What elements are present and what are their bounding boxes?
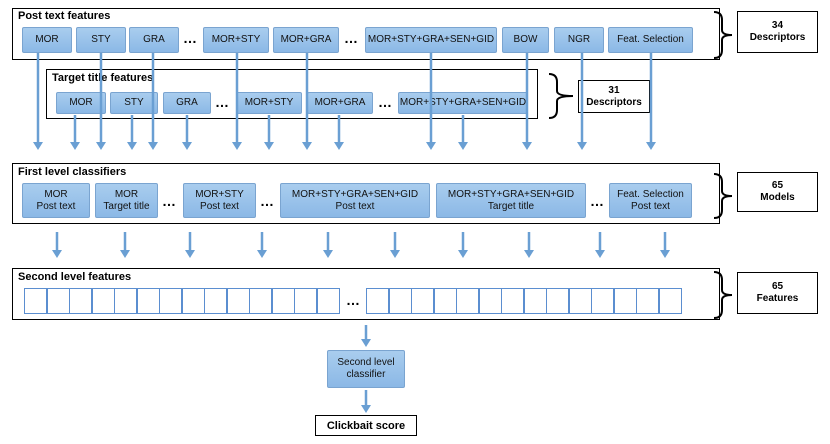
flow-arrowhead <box>257 250 267 258</box>
target-title-count: 31 Descriptors <box>578 80 650 113</box>
flow-arrowhead <box>232 142 242 150</box>
post-feature-mor-sty: MOR+STY <box>203 27 269 53</box>
post-feature-mor-gra: MOR+GRA <box>273 27 339 53</box>
target-title-brace <box>548 73 574 119</box>
target-feature-mor-gra: MOR+GRA <box>307 92 373 114</box>
flow-arrowhead <box>361 339 371 347</box>
flow-arrowhead <box>182 142 192 150</box>
flow-arrowhead <box>120 250 130 258</box>
classifier-mor-post: MOR Post text <box>22 183 90 218</box>
feature-cell <box>658 288 682 314</box>
flow-arrowhead <box>646 142 656 150</box>
post-text-brace <box>713 11 733 59</box>
target-ellipsis-2: … <box>378 94 393 110</box>
second-level-brace <box>713 271 733 319</box>
flow-arrowhead <box>458 250 468 258</box>
flow-arrowhead <box>127 142 137 150</box>
flow-arrowhead <box>33 142 43 150</box>
first-level-title: First level classifiers <box>18 166 127 178</box>
classifier-combo-target: MOR+STY+GRA+SEN+GID Target title <box>436 183 586 218</box>
flow-arrowhead <box>96 142 106 150</box>
classifier-mor-target: MOR Target title <box>95 183 158 218</box>
post-text-count: 34 Descriptors <box>737 11 818 53</box>
post-feature-sty: STY <box>76 27 126 53</box>
flow-arrowhead <box>660 250 670 258</box>
post-feature-combo: MOR+STY+GRA+SEN+GID <box>365 27 497 53</box>
post-text-title: Post text features <box>18 10 111 22</box>
target-feature-mor: MOR <box>56 92 106 114</box>
post-feature-ngr: NGR <box>554 27 604 53</box>
feature-cell <box>316 288 340 314</box>
flow-arrowhead <box>458 142 468 150</box>
flow-arrowhead <box>524 250 534 258</box>
post-feature-gra: GRA <box>129 27 179 53</box>
flow-arrowhead <box>148 142 158 150</box>
flow-arrowhead <box>390 250 400 258</box>
target-title-title: Target title features <box>52 72 154 84</box>
post-ellipsis-1: … <box>183 30 198 46</box>
flow-arrowhead <box>361 405 371 413</box>
flow-arrowhead <box>334 142 344 150</box>
first-ellipsis-3: … <box>590 193 605 209</box>
vector-ellipsis: … <box>346 292 361 308</box>
second-level-classifier: Second level classifier <box>327 350 405 388</box>
first-level-brace <box>713 173 733 219</box>
target-feature-gra: GRA <box>163 92 211 114</box>
first-ellipsis-1: … <box>162 193 177 209</box>
target-feature-mor-sty: MOR+STY <box>236 92 302 114</box>
flow-arrowhead <box>323 250 333 258</box>
post-feature-bow: BOW <box>502 27 549 53</box>
post-feature-selection: Feat. Selection <box>608 27 693 53</box>
target-feature-sty: STY <box>110 92 158 114</box>
second-level-title: Second level features <box>18 271 132 283</box>
flow-arrowhead <box>302 142 312 150</box>
post-ellipsis-2: … <box>344 30 359 46</box>
first-ellipsis-2: … <box>260 193 275 209</box>
flow-arrowhead <box>595 250 605 258</box>
flow-arrowhead <box>264 142 274 150</box>
flow-arrowhead <box>577 142 587 150</box>
post-feature-mor: MOR <box>22 27 72 53</box>
second-level-count: 65 Features <box>737 272 818 314</box>
flow-arrowhead <box>426 142 436 150</box>
flow-arrowhead <box>70 142 80 150</box>
first-level-count: 65 Models <box>737 172 818 212</box>
flow-arrowhead <box>185 250 195 258</box>
flow-arrowhead <box>522 142 532 150</box>
clickbait-score: Clickbait score <box>315 415 417 436</box>
flow-arrowhead <box>52 250 62 258</box>
target-ellipsis-1: … <box>215 94 230 110</box>
classifier-combo-post: MOR+STY+GRA+SEN+GID Post text <box>280 183 430 218</box>
classifier-mor-sty-post: MOR+STY Post text <box>183 183 256 218</box>
classifier-selection-post: Feat. Selection Post text <box>609 183 692 218</box>
